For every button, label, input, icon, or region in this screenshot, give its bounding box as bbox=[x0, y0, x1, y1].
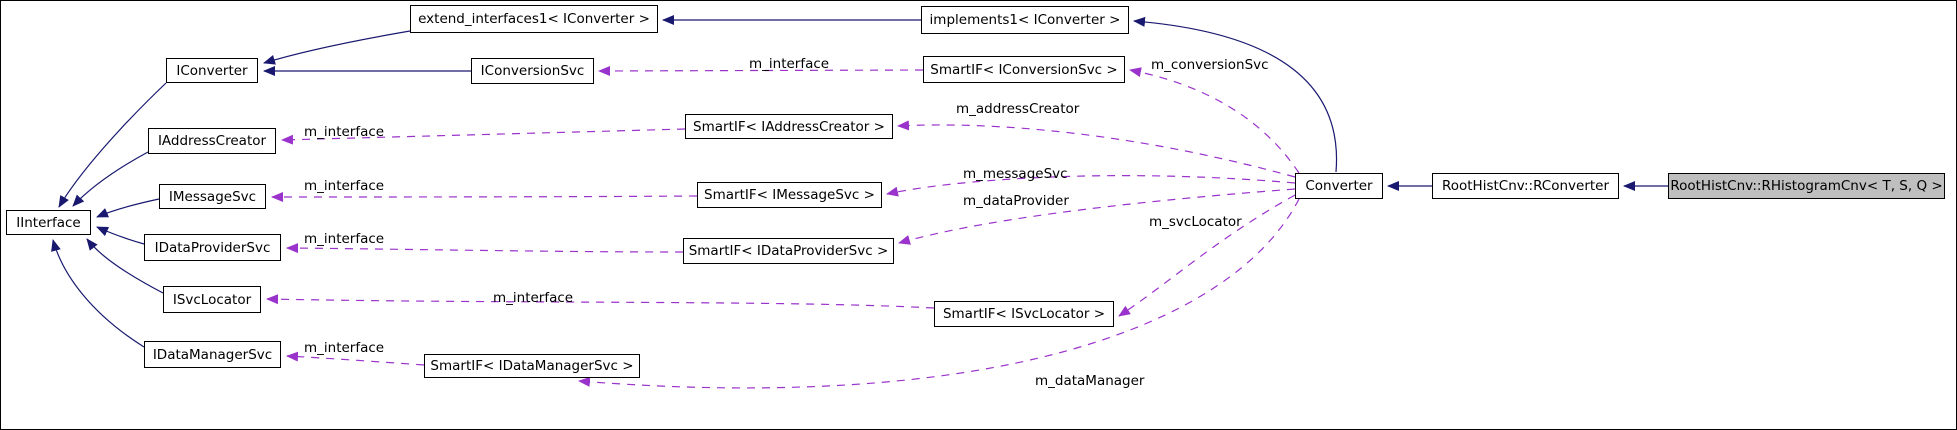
edge-converter-to-smartif-idataprovidersvc bbox=[898, 188, 1296, 245]
edge-label-m_conversionSvc: m_conversionSvc bbox=[1151, 57, 1269, 73]
edge-label-m_interface: m_interface bbox=[304, 340, 385, 356]
node-smartif-iaddresscreator[interactable]: SmartIF< IAddressCreator > bbox=[685, 114, 893, 139]
edge-idatamanagersvc-to-iinterface bbox=[51, 239, 145, 348]
edge-smartif-idataprovidersvc-to-idataprovidersvc bbox=[286, 243, 684, 254]
node-iinterface[interactable]: IInterface bbox=[6, 210, 91, 235]
node-smartif-idatamanagersvc[interactable]: SmartIF< IDataManagerSvc > bbox=[424, 354, 640, 378]
edge-imessagesvc-to-iinterface bbox=[96, 198, 160, 218]
edge-converter-to-smartif-iconversionsvc bbox=[1129, 67, 1300, 174]
edge-label-m_interface: m_interface bbox=[749, 56, 830, 72]
edge-label-m_interface: m_interface bbox=[493, 290, 574, 306]
node-iconverter[interactable]: IConverter bbox=[166, 58, 258, 83]
node-smartif-isvclocator[interactable]: SmartIF< ISvcLocator > bbox=[934, 301, 1114, 327]
edge-extend-interfaces1-to-iconverter bbox=[263, 30, 411, 65]
edge-smartif-imessagesvc-to-imessagesvc bbox=[271, 191, 698, 202]
edge-label-m_dataProvider: m_dataProvider bbox=[963, 193, 1069, 209]
node-iconversionsvc[interactable]: IConversionSvc bbox=[471, 58, 594, 84]
node-smartif-imessagesvc[interactable]: SmartIF< IMessageSvc > bbox=[697, 182, 882, 208]
node-rconverter[interactable]: RootHistCnv::RConverter bbox=[1432, 173, 1619, 199]
node-idatamanagersvc[interactable]: IDataManagerSvc bbox=[144, 341, 281, 368]
edge-label-m_interface: m_interface bbox=[304, 178, 385, 194]
node-smartif-iconversionsvc[interactable]: SmartIF< IConversionSvc > bbox=[923, 56, 1125, 83]
node-implements1[interactable]: implements1< IConverter > bbox=[921, 6, 1129, 34]
node-converter[interactable]: Converter bbox=[1295, 173, 1383, 199]
edge-converter-to-smartif-idatamanagersvc bbox=[578, 198, 1300, 389]
node-rhistogramcnv: RootHistCnv::RHistogramCnv< T, S, Q > bbox=[1668, 173, 1945, 199]
edge-label-m_svcLocator: m_svcLocator bbox=[1149, 214, 1242, 230]
edge-label-m_interface: m_interface bbox=[304, 231, 385, 247]
edge-smartif-iconversionsvc-to-iconversionsvc bbox=[598, 65, 924, 76]
edge-iaddresscreator-to-iinterface bbox=[72, 151, 149, 207]
edge-idataprovidersvc-to-iinterface bbox=[96, 226, 145, 245]
edge-smartif-isvclocator-to-isvclocator bbox=[266, 294, 935, 309]
node-idataprovidersvc[interactable]: IDataProviderSvc bbox=[144, 234, 281, 261]
edge-iconverter-to-iinterface bbox=[58, 82, 167, 208]
edge-label-m_dataManager: m_dataManager bbox=[1035, 373, 1145, 389]
node-imessagesvc[interactable]: IMessageSvc bbox=[159, 184, 266, 209]
edge-converter-to-smartif-isvclocator bbox=[1118, 194, 1296, 317]
edge-converter-to-smartif-imessagesvc bbox=[886, 175, 1296, 197]
edge-smartif-idatamanagersvc-to-idatamanagersvc bbox=[286, 351, 425, 366]
edge-converter-to-smartif-iaddresscreator bbox=[897, 120, 1296, 178]
node-isvclocator[interactable]: ISvcLocator bbox=[163, 286, 261, 313]
node-extend-interfaces1[interactable]: extend_interfaces1< IConverter > bbox=[410, 5, 658, 33]
edge-label-m_messageSvc: m_messageSvc bbox=[963, 166, 1068, 182]
edge-smartif-iaddresscreator-to-iaddresscreator bbox=[281, 128, 686, 145]
node-smartif-idataprovidersvc[interactable]: SmartIF< IDataProviderSvc > bbox=[683, 238, 894, 264]
edge-label-m_interface: m_interface bbox=[304, 124, 385, 140]
edge-isvclocator-to-iinterface bbox=[86, 238, 164, 294]
edge-converter-to-implements1 bbox=[1133, 16, 1338, 173]
node-iaddresscreator[interactable]: IAddressCreator bbox=[148, 128, 276, 154]
edge-group bbox=[51, 15, 1668, 389]
edge-label-m_addressCreator: m_addressCreator bbox=[956, 101, 1080, 117]
